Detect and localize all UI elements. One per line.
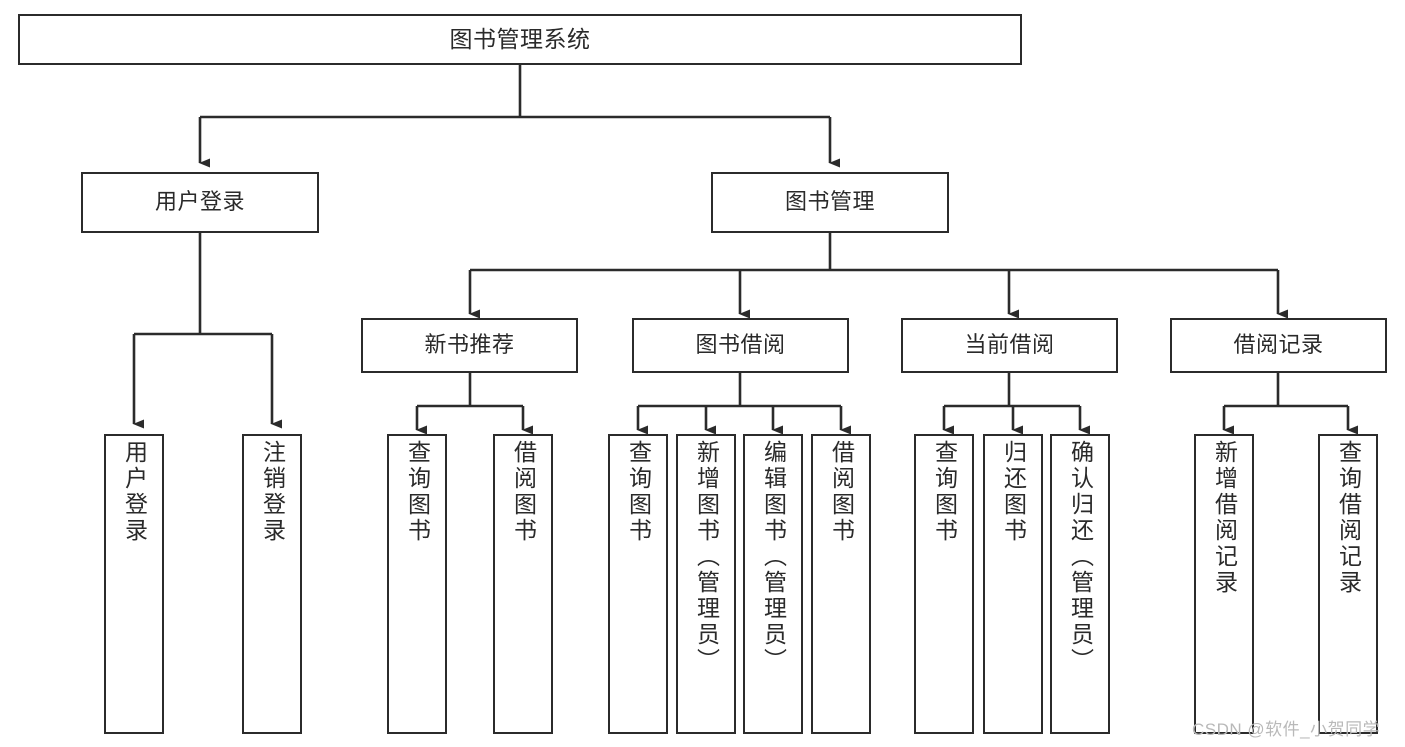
node-label: 图书借阅 [695, 332, 786, 358]
node-label: 查询图书 [404, 440, 431, 544]
node-borrow-record[interactable]: 借阅记录 [1170, 318, 1387, 373]
node-label: 新书推荐 [424, 332, 515, 358]
node-leaf-borrow-book-1[interactable]: 借阅图书 [493, 434, 553, 734]
node-label: 注销登录 [259, 440, 286, 544]
node-label: 查询图书 [931, 440, 958, 544]
node-leaf-confirm-return[interactable]: 确认归还（管理员） [1050, 434, 1110, 734]
node-book-manage[interactable]: 图书管理 [711, 172, 949, 233]
node-leaf-logout[interactable]: 注销登录 [242, 434, 302, 734]
node-leaf-query-book-2[interactable]: 查询图书 [608, 434, 668, 734]
node-current-borrow[interactable]: 当前借阅 [901, 318, 1118, 373]
node-leaf-edit-book[interactable]: 编辑图书（管理员） [743, 434, 803, 734]
node-label: 当前借阅 [964, 332, 1055, 358]
node-leaf-user-login[interactable]: 用户登录 [104, 434, 164, 734]
node-label: 借阅图书 [510, 440, 537, 544]
node-label: 确认归还（管理员） [1067, 440, 1094, 674]
node-root-system[interactable]: 图书管理系统 [18, 14, 1022, 65]
node-book-borrow[interactable]: 图书借阅 [632, 318, 849, 373]
node-leaf-return-book[interactable]: 归还图书 [983, 434, 1043, 734]
node-label: 新增图书（管理员） [693, 440, 720, 674]
node-leaf-query-book-1[interactable]: 查询图书 [387, 434, 447, 734]
csdn-watermark: CSDN @软件_小贺同学 [1192, 720, 1381, 739]
node-label: 用户登录 [154, 189, 245, 215]
node-leaf-query-record[interactable]: 查询借阅记录 [1318, 434, 1378, 734]
node-new-book-recommend[interactable]: 新书推荐 [361, 318, 578, 373]
node-label: 查询借阅记录 [1335, 440, 1362, 596]
node-leaf-borrow-book-2[interactable]: 借阅图书 [811, 434, 871, 734]
node-label: 归还图书 [1000, 440, 1027, 544]
node-label: 借阅记录 [1233, 332, 1324, 358]
node-label: 编辑图书（管理员） [760, 440, 787, 674]
node-label: 借阅图书 [828, 440, 855, 544]
node-label: 查询图书 [625, 440, 652, 544]
node-user-login[interactable]: 用户登录 [81, 172, 319, 233]
node-label: 图书管理系统 [449, 25, 591, 52]
node-label: 图书管理 [784, 189, 875, 215]
node-label: 用户登录 [121, 440, 148, 544]
node-leaf-add-book[interactable]: 新增图书（管理员） [676, 434, 736, 734]
node-leaf-query-book-3[interactable]: 查询图书 [914, 434, 974, 734]
node-leaf-add-record[interactable]: 新增借阅记录 [1194, 434, 1254, 734]
node-label: 新增借阅记录 [1211, 440, 1238, 596]
